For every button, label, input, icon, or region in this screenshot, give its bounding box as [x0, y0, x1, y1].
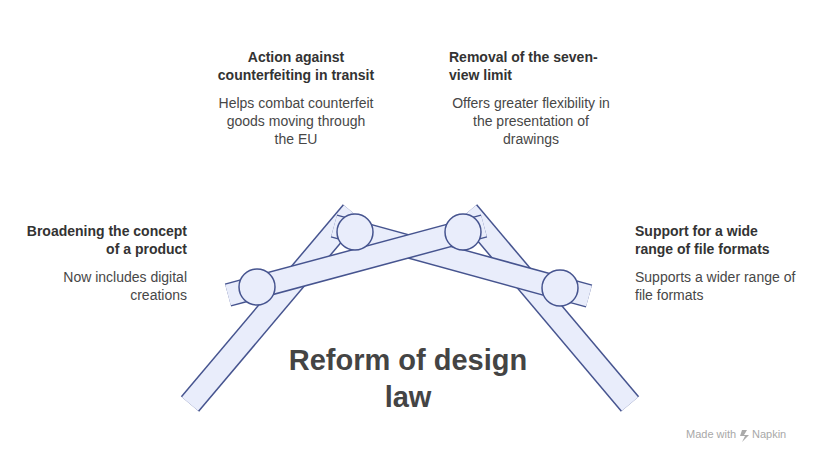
diagram-title: Reform of design law: [268, 342, 548, 416]
feature-heading: Action against counterfeiting in transit: [206, 48, 386, 84]
feature-heading: Broadening the concept of a product: [15, 222, 187, 258]
feature-heading: Support for a wide range of file formats: [635, 222, 795, 258]
watermark-text: Napkin: [752, 427, 786, 441]
feature-description: Now includes digital creations: [27, 268, 187, 304]
feature-description: Helps combat counterfeit goods moving th…: [218, 94, 374, 148]
napkin-logo: [740, 430, 749, 442]
feature-description: Offers greater flexibility in the presen…: [445, 94, 617, 148]
feature-description: Supports a wider range of file formats: [635, 268, 805, 304]
watermark-text: Made with: [686, 427, 736, 441]
feature-heading: Removal of the seven-view limit: [449, 48, 614, 84]
